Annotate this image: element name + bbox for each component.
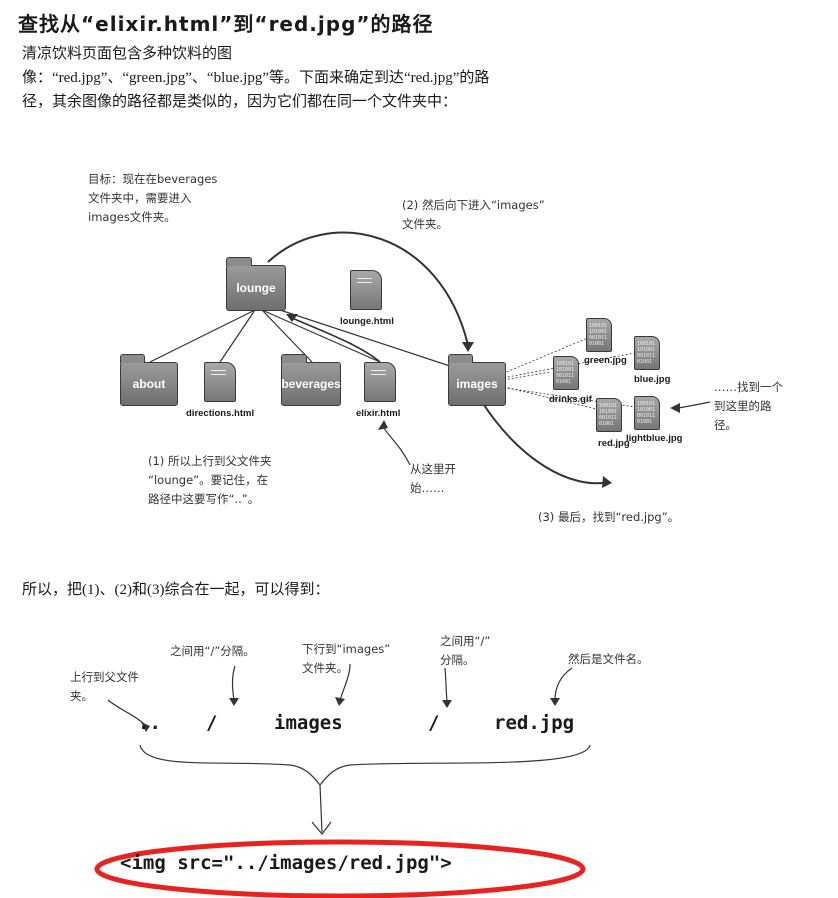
red-jpg-image-icon: 10010110100100101101001 [596,398,622,432]
note-found-line-2: 到这里的路 [714,399,772,413]
note-step1-line-3: 路径中这要写作“..”。 [148,492,260,506]
note-step2-line-2: 文件夹。 [402,217,448,231]
path-part-up: .. [138,712,161,734]
note-step3: (3) 最后，找到“red.jpg”。 [538,510,680,524]
blue-jpg-image-icon: 10010110100100101101001 [634,336,660,370]
file-label-blue-jpg: blue.jpg [634,374,671,385]
file-label-lightblue-jpg: lightblue.jpg [626,433,683,444]
path-note-sep1: 之间用“/”分隔。 [170,644,255,658]
page-title: 查找从“elixir.html”到“red.jpg”的路径 [18,12,434,36]
path-note-up-line-2: 夹。 [70,689,93,703]
note-start-line-1: 从这里开 [410,462,456,476]
file-label-directions-html: directions.html [186,408,255,419]
note-start-line-2: 始…… [410,481,445,495]
folder-images: images [447,354,506,406]
path-part-separator-2: / [428,712,440,734]
file-label-drinks-gif: drinks.gif [549,394,592,405]
lounge-html-doc-icon [350,270,382,310]
note-goal-line-2: 文件夹中，需要进入 [88,191,192,205]
note-found-line-3: 径。 [714,418,737,432]
note-found-line-1: ……找到一个 [714,380,783,394]
intro-paragraph: 清凉饮料页面包含多种饮料的图像：“red.jpg”、“green.jpg”、“b… [22,46,490,110]
folder-lounge-label: lounge [236,281,276,295]
path-note-file: 然后是文件名。 [568,652,649,666]
note-goal-line-3: images文件夹。 [88,210,176,224]
note-goal-line-1: 目标：现在在beverages [88,172,218,186]
note-step1-line-2: “lounge”。要记住，在 [148,473,269,487]
folder-about: about [119,354,178,406]
note-step2-line-1: (2) 然后向下进入“images” [402,198,545,212]
file-label-green-jpg: green.jpg [584,355,627,366]
folder-images-label: images [456,377,498,391]
final-img-tag: <img src="../images/red.jpg"> [120,852,452,874]
path-note-sep2-line-2: 分隔。 [440,653,475,667]
drinks-gif-image-icon: 10010110100100101101001 [553,356,579,390]
path-part-file: red.jpg [494,712,575,734]
folder-beverages-label: beverages [281,377,341,391]
file-label-red-jpg: red.jpg [598,438,630,449]
path-note-sep2-line-1: 之间用“/” [440,634,491,648]
path-part-images: images [274,712,343,734]
file-label-elixir-html: elixir.html [356,408,401,419]
directions-html-doc-icon [204,362,236,402]
lightblue-jpg-image-icon: 10010110100100101101001 [634,396,660,430]
elixir-html-doc-icon [364,362,396,402]
file-label-lounge-html: lounge.html [340,316,394,327]
folder-lounge: lounge [225,257,286,311]
green-jpg-image-icon: 10010110100100101101001 [586,318,612,352]
folder-about-label: about [132,377,166,391]
summary-sentence: 所以，把(1)、(2)和(3)综合在一起，可以得到： [22,582,330,598]
note-step1-line-1: (1) 所以上行到父文件夹 [148,454,272,468]
path-note-images-line-1: 下行到“images” [302,642,391,656]
folder-beverages: beverages [280,354,341,406]
path-note-images-line-2: 文件夹。 [302,661,348,675]
path-note-up-line-1: 上行到父文件 [70,670,139,684]
path-part-separator-1: / [206,712,218,734]
